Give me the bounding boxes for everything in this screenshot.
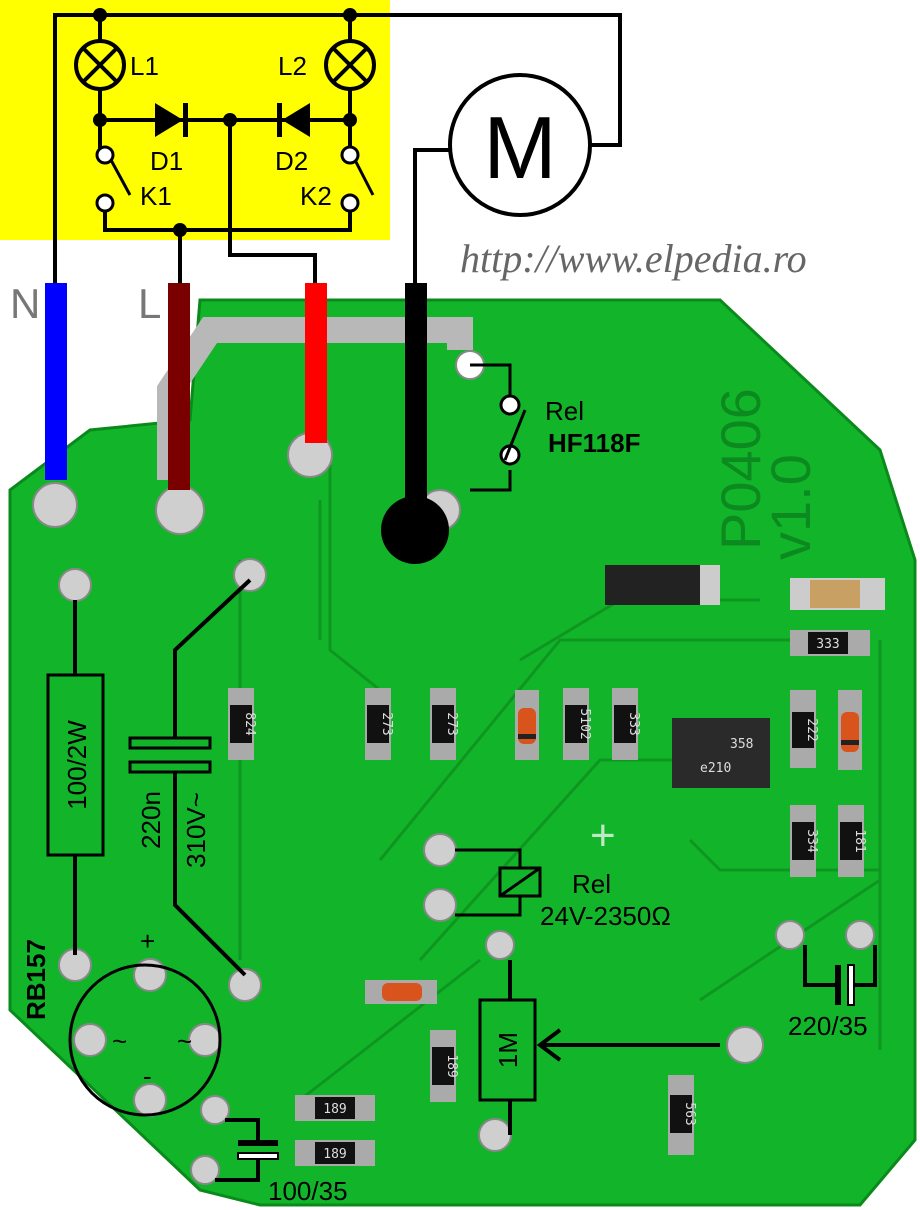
relay-coil-spec: 24V-2350Ω <box>540 901 671 931</box>
svg-text:e210: e210 <box>700 761 731 776</box>
lamp-icon <box>324 39 376 91</box>
svg-text:333: 333 <box>626 712 641 735</box>
smd-resistor: 189 <box>430 1030 459 1102</box>
smd-diode <box>515 690 539 760</box>
neutral-label: N <box>10 280 40 327</box>
svg-text:824: 824 <box>242 712 257 736</box>
capacitor-value: 220n <box>136 791 166 849</box>
board-name: P0406 <box>709 388 772 550</box>
capacitor-voltage: 310V~ <box>181 792 211 868</box>
resistor-icon <box>46 600 105 955</box>
bridge-part-label: RB157 <box>21 939 51 1020</box>
switch-k1-label: K1 <box>140 181 172 211</box>
svg-text:222: 222 <box>804 718 819 741</box>
smd-resistor: 5102 <box>563 688 592 760</box>
plus-silkscreen: + <box>590 811 616 860</box>
diode-icon <box>277 103 310 137</box>
motor-icon <box>448 73 592 217</box>
bridge-minus-label: - <box>143 1061 152 1091</box>
motor-feed-joint <box>381 496 449 564</box>
smd-resistor: 334 <box>790 805 819 877</box>
svg-text:563: 563 <box>682 1102 697 1125</box>
switch-icon <box>95 145 132 213</box>
capacitor-icon <box>803 945 877 1006</box>
smd-resistor: 189 <box>295 1095 375 1121</box>
smd-resistor: 222 <box>790 690 819 768</box>
schematic-wiring <box>53 8 622 285</box>
smd-diode-black <box>605 565 720 605</box>
smd-resistor: 563 <box>668 1075 697 1155</box>
bridge-rectifier-icon <box>68 963 222 1117</box>
bridge-ac1-label: ~ <box>112 1026 127 1056</box>
neutral-wire <box>45 283 67 480</box>
svg-text:189: 189 <box>323 1102 346 1117</box>
capacitor-220-35-label: 220/35 <box>788 1011 868 1041</box>
lamp-feed-wire <box>305 283 327 443</box>
website-url[interactable]: http://www.elpedia.ro <box>460 236 807 281</box>
relay-coil-icon <box>455 848 542 917</box>
svg-text:358: 358 <box>730 737 753 752</box>
resistor-label: 100/2W <box>62 720 92 810</box>
smd-resistor: 181 <box>838 805 867 877</box>
capacitor-icon <box>215 1118 279 1182</box>
switch-icon <box>340 145 375 213</box>
smd-resistor: 333 <box>790 630 870 656</box>
relay-contact-part: HF118F <box>548 428 641 458</box>
svg-text:334: 334 <box>804 829 819 853</box>
smd-capacitor <box>790 578 885 610</box>
diode-d2-label: D2 <box>275 146 308 176</box>
live-label: L <box>138 280 161 327</box>
board-version: v1.0 <box>759 454 822 560</box>
smd-resistor: 824 <box>228 688 257 760</box>
switch-k2-label: K2 <box>300 181 332 211</box>
smd-diode <box>365 980 437 1004</box>
smd-resistor: 333 <box>612 688 641 760</box>
smd-diode <box>838 690 862 770</box>
motor-label: M <box>483 98 556 197</box>
svg-text:189: 189 <box>323 1147 346 1162</box>
svg-text:273: 273 <box>444 712 459 735</box>
bridge-plus-label: + <box>140 926 155 956</box>
lamp-l2-label: L2 <box>278 51 307 81</box>
svg-text:189: 189 <box>444 1054 459 1077</box>
live-wire <box>168 283 190 490</box>
capacitor-icon <box>128 578 252 977</box>
svg-text:5102: 5102 <box>577 708 592 739</box>
relay-coil-label: Rel <box>572 869 611 899</box>
diode-icon <box>155 103 188 137</box>
smd-resistor: 273 <box>430 688 459 760</box>
solder-pads <box>32 350 875 1185</box>
smd-components: 824 273 273 5102 333 358 e210 333 222 334… <box>228 565 885 1166</box>
potentiometer-label: 1M <box>493 1032 523 1068</box>
ic-chip: 358 e210 <box>672 718 770 788</box>
capacitor-100-35-label: 100/35 <box>268 1176 348 1206</box>
relay-contact-icon <box>470 363 527 492</box>
lamp-l1-label: L1 <box>130 51 159 81</box>
smd-resistor: 189 <box>295 1140 375 1166</box>
svg-text:333: 333 <box>816 637 839 652</box>
svg-text:181: 181 <box>852 829 867 852</box>
lamp-icon <box>74 39 126 91</box>
bridge-ac2-label: ~ <box>177 1026 192 1056</box>
diode-d1-label: D1 <box>150 146 183 176</box>
potentiometer-icon <box>478 960 720 1135</box>
svg-text:273: 273 <box>379 712 394 735</box>
motor-feed-wire <box>405 283 427 523</box>
smd-resistor: 273 <box>365 688 394 760</box>
relay-contact-label: Rel <box>545 396 584 426</box>
